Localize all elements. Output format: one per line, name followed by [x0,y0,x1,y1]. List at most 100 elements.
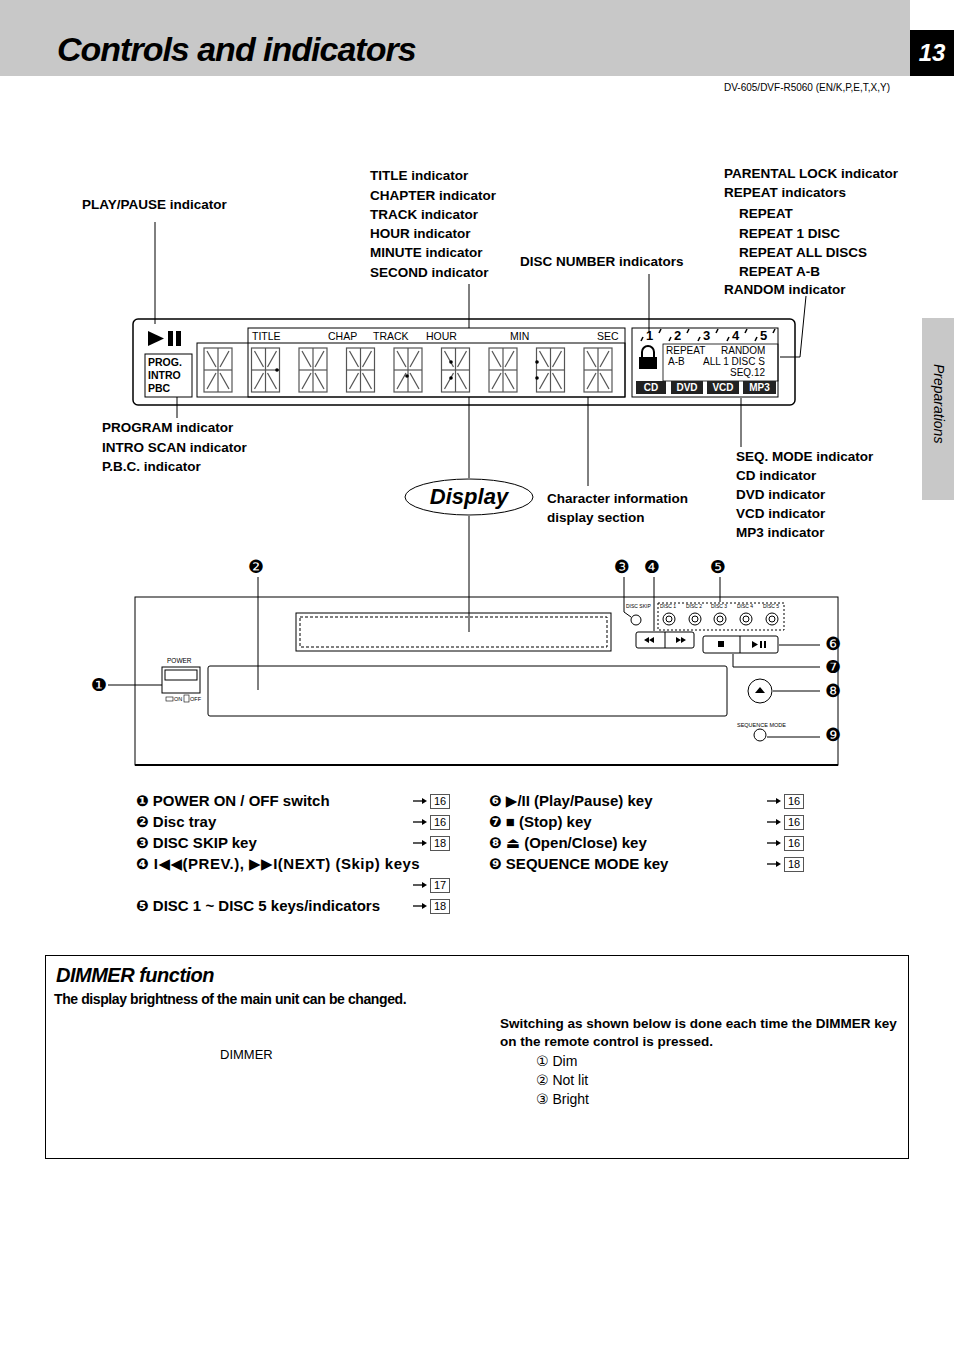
segment-digit [537,348,565,392]
callout-number: ❽ [825,681,841,702]
segment-digit [347,348,375,392]
ref-arrow [767,821,777,822]
callout-number: ❹ [644,557,660,578]
text-label: REPEAT indicators [724,185,846,201]
text-label: RANDOM [721,345,765,357]
page-ref: 18 [784,857,804,872]
text-label: SEQUENCE MODE [737,722,786,728]
text-label: 1 [646,329,653,344]
text-label: POWER [167,657,192,664]
text-label: 3 [703,329,710,344]
segment-digit [252,348,280,392]
text-label: REPEAT A-B [739,264,820,280]
ref-arrowhead [422,798,427,804]
text-label: A-B [668,356,685,368]
ref-arrowhead [422,882,427,888]
leader-line [177,397,178,418]
page-ref-arrows [413,798,781,909]
panel-text: The display brightness of the main unit … [54,991,406,1007]
page-ref: 18 [430,836,450,851]
ref-arrow [413,821,423,822]
leader-line [780,296,806,357]
text-label: 2 [674,329,681,344]
text-label: DISC 4 [737,604,753,610]
ref-arrowhead [776,819,781,825]
node-label: CD [644,382,658,394]
text-label: PLAY/PAUSE indicator [82,197,227,213]
text-label: DISC 2 [686,604,702,610]
segment-digit [299,348,327,392]
leader-line [469,397,470,478]
lcd-format-box: CD [636,381,666,394]
page-ref: 16 [430,815,450,830]
node-label: Preparations [931,364,947,443]
text-label: MP3 indicator [736,525,825,541]
text-label: RANDOM indicator [724,282,846,298]
page-ref: 16 [430,794,450,809]
ref-arrow [767,842,777,843]
lcd-format-box: MP3 [743,381,776,394]
text-label: TITLE [252,330,281,342]
ref-arrowhead [776,861,781,867]
text-label: DISC SKIP [626,604,651,610]
lcd-format-box: VCD [707,381,739,394]
page-ref: 16 [784,794,804,809]
text-label: INTRO [148,369,181,381]
lock-icon [639,346,657,369]
text-label: PROG. [148,356,182,368]
text-label: DV-605/DVF-R5060 (EN/K,P,E,T,X,Y) [724,82,890,94]
text-label: SECOND indicator [370,265,489,281]
text-label: HOUR [426,330,457,342]
text-label: REPEAT 1 DISC [739,226,840,242]
leader-line [654,577,655,631]
ref-arrowhead [422,903,427,909]
play-pause-icon [148,331,181,346]
text-label: TITLE indicator [370,168,468,184]
segment-digit [584,348,612,392]
text-label: ❻ ▶/II (Play/Pause) key [489,792,652,809]
text-label: SEQ.12 [730,367,765,379]
text-label: HOUR indicator [370,226,471,242]
ref-arrow [767,863,777,864]
text-label: DISC 1 [660,604,676,610]
leader-line [767,737,820,738]
callout-number: ❺ [710,557,726,578]
text-label: VCD indicator [736,506,825,522]
leader-line [258,577,259,690]
callout-number: ❶ [91,675,107,696]
leader-line [588,397,589,486]
ref-arrowhead [422,819,427,825]
leader-line [108,685,162,686]
lcd-format-box: DVD [671,381,703,394]
text-label: DISC 5 [763,604,779,610]
text-label: ❼ ■ (Stop) key [489,813,592,830]
node-label: Display [430,484,508,509]
text-label: TRACK indicator [370,207,478,223]
ref-arrow [413,884,423,885]
text-label: ❶ POWER ON / OFF switch [136,792,330,809]
text-label: ON [174,696,182,702]
ref-arrow [413,842,423,843]
text-label: ② Not lit [536,1072,588,1088]
page-ref: 16 [784,836,804,851]
panel-key-symbols [166,637,766,702]
panel-text: Switching as shown below is done each ti… [500,1015,905,1051]
section-tab: Preparations [922,318,954,500]
text-label: ❾ SEQUENCE MODE key [489,855,668,872]
leader-line [733,654,820,667]
callout-number: ❾ [825,725,841,746]
text-label: INTRO SCAN indicator [102,440,247,456]
display-ellipse: Display [404,478,534,516]
ref-arrowhead [776,840,781,846]
text-label: ❷ Disc tray [136,813,216,830]
text-label: PARENTAL LOCK indicator [724,166,898,182]
text-label: ① Dim [536,1053,577,1069]
text-label: DIMMER [220,1048,273,1063]
leader-line [469,516,470,632]
text-label: REPEAT ALL DISCS [739,245,867,261]
text-label: ❸ DISC SKIP key [136,834,257,851]
page-number-box: 13 [910,30,954,76]
page-ref: 17 [430,878,450,893]
callout-number: ❸ [614,557,630,578]
text-label: REPEAT [666,345,705,357]
